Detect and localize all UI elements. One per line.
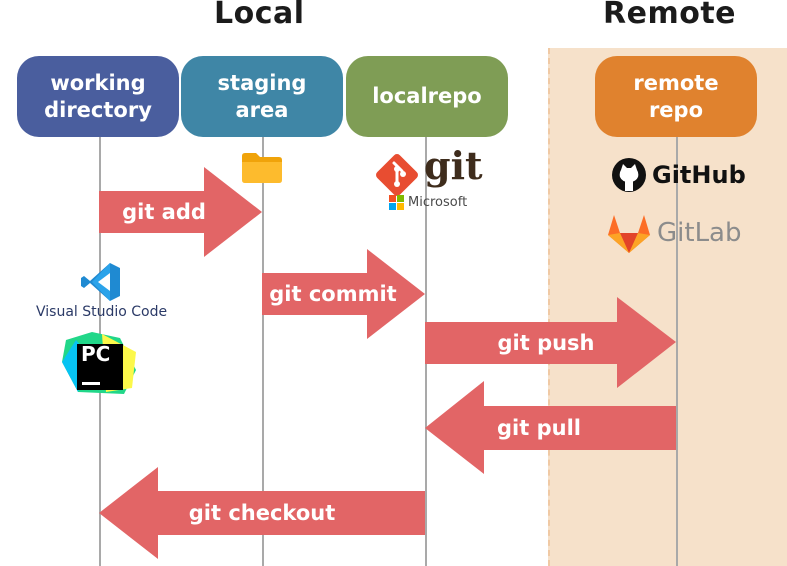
staging-area-lifeline bbox=[262, 137, 264, 566]
microsoft-logo-text: Microsoft bbox=[408, 195, 468, 210]
working-directory-box: working directory bbox=[17, 56, 179, 137]
git-commit-arrow bbox=[262, 249, 425, 339]
remote-heading: Remote bbox=[603, 0, 737, 31]
localrepo-box: localrepo bbox=[346, 56, 508, 137]
vscode-logo-icon bbox=[81, 263, 120, 301]
folder-icon bbox=[242, 153, 282, 183]
vscode-logo-text: Visual Studio Code bbox=[36, 304, 168, 320]
github-logo-icon bbox=[612, 158, 646, 192]
remote-repo-lifeline bbox=[676, 137, 678, 566]
git-logo-icon bbox=[376, 154, 418, 196]
microsoft-logo-icon bbox=[389, 195, 404, 210]
git-pull-label: git pull bbox=[497, 416, 581, 440]
gitlab-logo-text: GitLab bbox=[657, 218, 742, 248]
git-add-arrow bbox=[99, 167, 262, 257]
git-checkout-label: git checkout bbox=[188, 501, 336, 525]
git-commit-label: git commit bbox=[269, 282, 397, 306]
gitlab-logo-icon bbox=[608, 215, 650, 253]
git-checkout-arrow bbox=[99, 467, 425, 559]
remote-repo-box: remote repo bbox=[595, 56, 757, 137]
git-add-label: git add bbox=[122, 200, 206, 224]
pycharm-logo-text: PC bbox=[81, 342, 111, 366]
git-logo-text: git bbox=[424, 143, 483, 188]
staging-area-box: staging area bbox=[181, 56, 343, 137]
local-heading: Local bbox=[214, 0, 305, 31]
github-logo-text: GitHub bbox=[652, 161, 746, 189]
pycharm-logo-icon bbox=[62, 332, 136, 394]
git-pull-arrow bbox=[425, 381, 676, 474]
git-push-label: git push bbox=[497, 331, 595, 355]
git-push-arrow bbox=[425, 297, 676, 388]
